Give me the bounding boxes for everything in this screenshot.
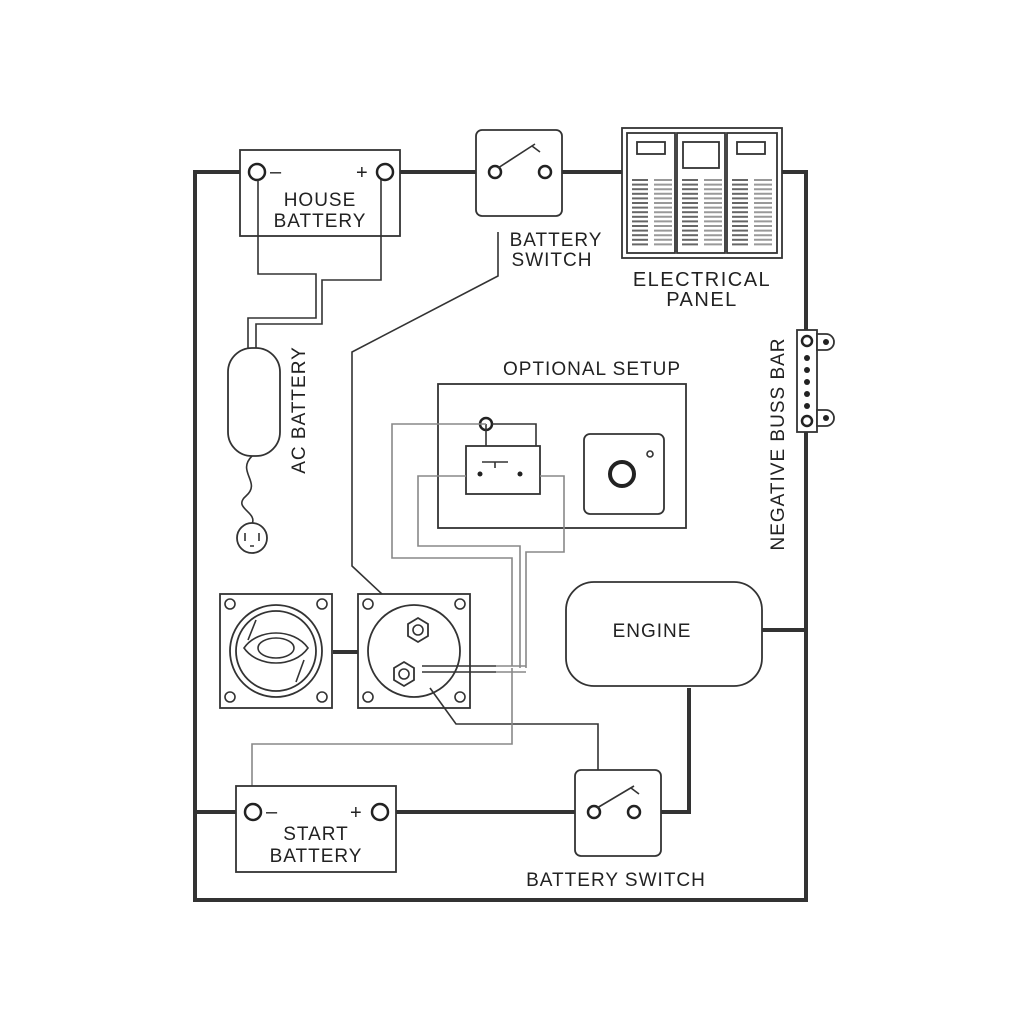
negative-buss-bar: NEGATIVE BUSS BAR: [768, 329, 835, 551]
start-battery-label-line1: START: [283, 824, 349, 845]
ac-plug-icon: [236, 522, 268, 554]
house-battery-negative-terminal: [247, 162, 267, 182]
house-battery: – + HOUSE BATTERY: [239, 149, 401, 350]
battery-switch-top-label-line1: BATTERY: [510, 230, 603, 251]
switch-lever-icon: [596, 785, 640, 809]
ac-battery-label: AC BATTERY: [289, 346, 310, 474]
optional-setup: OPTIONAL SETUP: [391, 359, 687, 673]
battery-selector-switch-left: [219, 593, 333, 709]
start-battery-positive-sign: +: [350, 802, 362, 824]
start-battery-negative-sign: –: [266, 801, 278, 823]
battery-selector-switch-right: [251, 593, 599, 796]
relay-icon: [482, 461, 508, 468]
start-battery-positive-terminal: [370, 802, 390, 822]
house-battery-positive-sign: +: [356, 162, 368, 184]
remote-knob-icon: [608, 460, 636, 488]
house-battery-label-line2: BATTERY: [274, 211, 367, 232]
engine-label: ENGINE: [613, 621, 692, 642]
ac-battery: AC BATTERY: [227, 346, 310, 554]
house-battery-positive-terminal: [375, 162, 395, 182]
battery-switch-bottom-label: BATTERY SWITCH: [526, 870, 706, 891]
electrical-panel-label-line1: ELECTRICAL: [633, 269, 771, 291]
start-battery-label-line2: BATTERY: [270, 846, 363, 867]
battery-switch-top-label-line2: SWITCH: [512, 250, 593, 271]
house-battery-label-line1: HOUSE: [284, 190, 357, 211]
battery-switch-bottom: BATTERY SWITCH: [526, 769, 706, 891]
battery-switch-top: BATTERY SWITCH: [351, 129, 603, 625]
optional-setup-label: OPTIONAL SETUP: [503, 359, 681, 380]
start-battery-negative-terminal: [243, 802, 263, 822]
house-battery-negative-sign: –: [270, 161, 282, 183]
switch-lever-icon: [497, 143, 541, 169]
electrical-panel: ELECTRICAL PANEL: [621, 127, 783, 311]
electrical-panel-label-line2: PANEL: [666, 289, 738, 311]
engine: ENGINE: [565, 581, 763, 687]
start-battery: – + START BATTERY: [235, 785, 397, 873]
negative-buss-bar-label: NEGATIVE BUSS BAR: [768, 337, 789, 550]
